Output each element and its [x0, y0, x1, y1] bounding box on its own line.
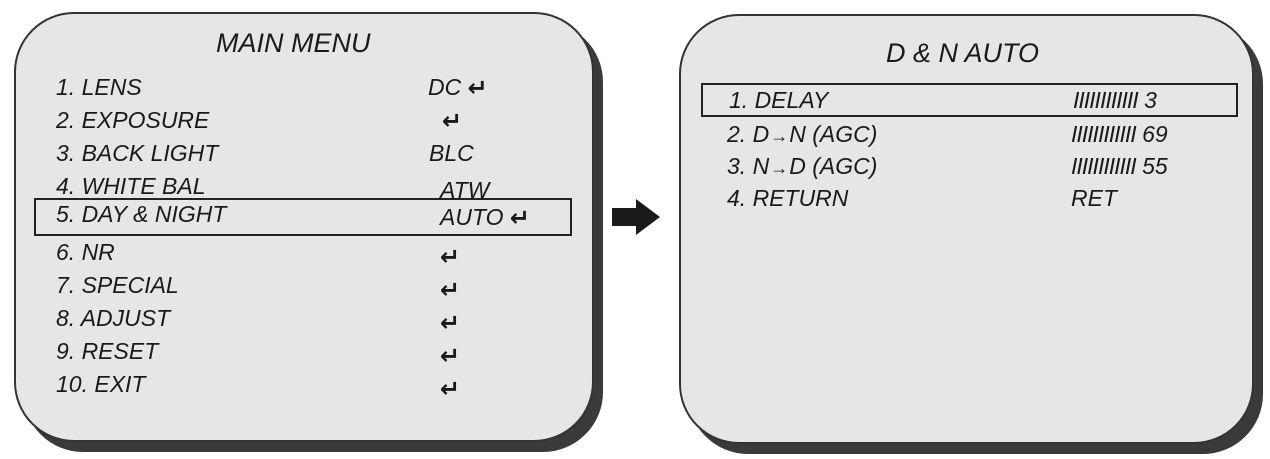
menu-item-day-night[interactable]: 5. DAY & NIGHT AUTO ↵ [34, 198, 572, 236]
menu-item-label: 4. WHITE BAL [56, 173, 206, 199]
menu-item-value: AUTO [440, 204, 504, 230]
menu-item-exposure[interactable]: 2. EXPOSURE ↵ [42, 105, 572, 139]
menu-item-label: 6. NR [56, 239, 115, 265]
menu-item-adjust[interactable]: 8. ADJUST ↵ [42, 303, 572, 337]
arrow-right-icon: → [770, 126, 789, 146]
menu-item-exit[interactable]: 10. EXIT ↵ [42, 369, 572, 403]
level-bar: IIIIIIIIIIII [1071, 121, 1137, 147]
arrow-right-icon: → [770, 158, 789, 178]
level-bar: IIIIIIIIIIII [1073, 87, 1139, 113]
enter-icon: ↵ [509, 205, 530, 232]
menu-item-reset[interactable]: 9. RESET ↵ [42, 336, 572, 370]
dn-item-label: 1. DELAY [729, 87, 829, 113]
dn-item-n-to-d-agc[interactable]: 3. N→D (AGC) IIIIIIIIIIII 55 [701, 151, 1238, 185]
enter-icon: ↵ [440, 277, 461, 304]
menu-item-back-light[interactable]: 3. BACK LIGHT BLC [42, 138, 572, 172]
menu-item-white-bal[interactable]: 4. WHITE BAL ATW [42, 171, 572, 205]
menu-item-label: 1. LENS [56, 74, 142, 100]
dn-item-label: 4. RETURN [727, 185, 849, 211]
menu-item-label: 5. DAY & NIGHT [56, 201, 227, 227]
dn-item-value: RET [1071, 185, 1117, 211]
main-menu-panel: MAIN MENU 1. LENS DC ↵ 2. EXPOSURE ↵ 3. … [14, 12, 594, 442]
dn-item-value: 3 [1144, 87, 1157, 113]
enter-icon: ↵ [440, 310, 461, 337]
enter-icon: ↵ [440, 376, 461, 403]
dn-item-value: 55 [1142, 153, 1168, 179]
enter-icon: ↵ [442, 108, 463, 135]
dn-item-label: N (AGC) [789, 121, 878, 147]
dn-item-value: 69 [1142, 121, 1168, 147]
dn-item-delay[interactable]: 1. DELAY IIIIIIIIIIII 3 [701, 83, 1238, 117]
dn-auto-menu-panel: D & N AUTO 1. DELAY IIIIIIIIIIII 3 2. D→… [679, 14, 1254, 444]
menu-item-value: DC [428, 74, 462, 100]
enter-icon: ↵ [440, 244, 461, 271]
menu-item-label: 7. SPECIAL [56, 272, 179, 298]
dn-item-label: 3. N [727, 153, 770, 179]
menu-item-label: 9. RESET [56, 338, 159, 364]
right-arrow-icon [612, 199, 660, 235]
dn-item-return[interactable]: 4. RETURN RET [701, 183, 1238, 217]
menu-item-label: 8. ADJUST [56, 305, 171, 331]
dn-item-label: 2. D [727, 121, 770, 147]
dn-item-d-to-n-agc[interactable]: 2. D→N (AGC) IIIIIIIIIIII 69 [701, 119, 1238, 153]
menu-item-special[interactable]: 7. SPECIAL ↵ [42, 270, 572, 304]
level-bar: IIIIIIIIIIII [1071, 153, 1137, 179]
menu-item-label: 2. EXPOSURE [56, 107, 210, 133]
menu-item-value: BLC [429, 140, 474, 166]
menu-item-lens[interactable]: 1. LENS DC ↵ [42, 72, 572, 106]
main-menu-title: MAIN MENU [216, 28, 371, 58]
menu-item-nr[interactable]: 6. NR ↵ [42, 237, 572, 271]
enter-icon: ↵ [467, 75, 488, 102]
dn-item-label: D (AGC) [789, 153, 878, 179]
menu-item-label: 3. BACK LIGHT [56, 140, 219, 166]
dn-auto-menu-title: D & N AUTO [886, 38, 1040, 68]
enter-icon: ↵ [440, 343, 461, 370]
menu-item-label: 10. EXIT [56, 371, 146, 397]
